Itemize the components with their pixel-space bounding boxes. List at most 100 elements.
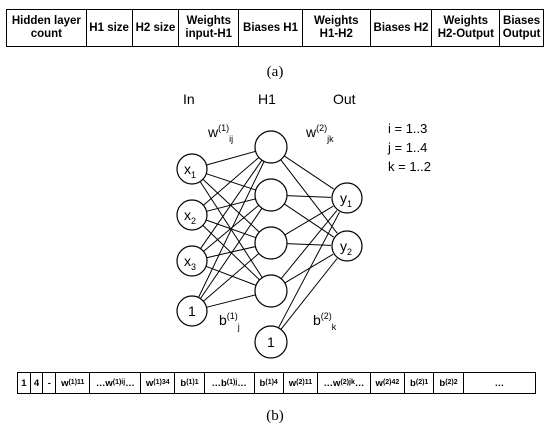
node-label-sub: 1: [191, 170, 196, 180]
strip-cell-post: …: [354, 377, 365, 389]
strip-cell-pre: …: [323, 377, 334, 389]
node-label-sub: 3: [191, 262, 196, 272]
strip-cell-base: b: [410, 377, 416, 389]
bias-label-output: b(2)k: [313, 311, 337, 332]
strip-cell-base: b: [439, 377, 446, 389]
strip-cell-post: …: [125, 377, 135, 389]
edge-input-hidden: [203, 204, 260, 252]
strip-cell: b(1)4: [255, 373, 284, 393]
strip-cell: … w(2)jk …: [318, 373, 371, 393]
index-range-k: k = 1..2: [388, 159, 431, 174]
strip-cell: 4: [31, 373, 44, 393]
strip-cell-base: 4: [33, 377, 40, 389]
strip-cell: b(1)1: [175, 373, 205, 393]
output-node-y1: y1: [331, 182, 363, 214]
strip-cell-base: b: [180, 377, 187, 389]
edge-hidden-output: [277, 211, 340, 329]
svg-text:x3: x3: [184, 253, 196, 272]
cell-weights-input-h1: Weights input-H1: [179, 10, 240, 46]
hidden-node-2: [254, 178, 288, 212]
caption-a: (a): [266, 64, 284, 80]
hidden-bias-label: 1: [267, 334, 275, 350]
cell-weights-h1-h2: Weights H1-H2: [303, 10, 371, 46]
edge-hidden-output: [283, 205, 334, 236]
strip-cell: … w(1)ij …: [90, 373, 142, 393]
svg-text:y1: y1: [340, 190, 352, 209]
node-label-base: x: [184, 253, 191, 269]
hidden-node-4: [254, 274, 288, 308]
input-node-x3: x3: [176, 245, 208, 277]
edge-input-hidden: [206, 246, 256, 259]
cell-h1-size: H1 size: [87, 10, 133, 46]
strip-cell: -: [43, 373, 57, 393]
strip-cell-base: w: [288, 377, 297, 389]
svg-text:x1: x1: [184, 161, 196, 180]
edge-hidden-output: [279, 258, 338, 331]
edge-input-hidden: [206, 294, 256, 308]
cell-hidden-layer-count: Hidden layer count: [7, 10, 87, 46]
index-range-j: j = 1..4: [387, 140, 427, 155]
edge-input-hidden: [203, 157, 260, 206]
cell-biases-h2: Biases H2: [371, 10, 433, 46]
svg-text:x2: x2: [184, 207, 196, 226]
strip-cell-base: b: [220, 377, 227, 389]
strip-cell: w(1)34: [141, 373, 176, 393]
strip-cell: b(2)1: [405, 373, 435, 393]
edge-input-hidden: [203, 253, 260, 302]
hidden-node-3: [254, 226, 288, 260]
strip-cell-base: w: [333, 377, 341, 389]
edge-hidden-output: [283, 154, 334, 190]
edge-input-hidden: [198, 161, 265, 298]
hidden-bias-node: 1: [254, 325, 288, 359]
weight-label-input-hidden: w(1)ij: [207, 123, 233, 144]
strip-cell-base: w: [375, 377, 383, 389]
edge-input-hidden: [202, 178, 260, 233]
node-label-base: y: [340, 190, 347, 206]
edge-hidden-output: [285, 195, 332, 198]
cell-weights-h2-output: Weights H2-Output: [432, 10, 501, 46]
weight-label-hidden-output: w(2)jk: [305, 123, 334, 144]
node-label-sub: 1: [347, 199, 352, 209]
edge-hidden-output: [280, 210, 338, 280]
strip-cell-base: w: [61, 377, 69, 389]
strip-cell-post: …: [237, 377, 247, 389]
strip-cell-base: b: [259, 377, 266, 389]
bias-label-hidden: b(1)j: [219, 311, 240, 332]
strip-cell-base: w: [145, 377, 154, 389]
cell-biases-h1: Biases H1: [239, 10, 303, 46]
strip-cell-base: w: [105, 377, 113, 389]
strip-cell: w(2)11: [284, 373, 319, 393]
node-label-base: y: [340, 238, 347, 254]
strip-cell: w(2)42: [371, 373, 406, 393]
node-label-base: x: [184, 161, 191, 177]
node-label-base: x: [184, 207, 191, 223]
edge-input-hidden: [200, 159, 263, 249]
index-range-i: i = 1..3: [388, 121, 427, 136]
strip-cell-pre: …: [95, 377, 106, 389]
input-node-x2: x2: [176, 199, 208, 231]
node-label-sub: 2: [347, 247, 352, 257]
strip-cell-pre: …: [211, 377, 221, 389]
layer-label-input: In: [183, 91, 195, 107]
strip-cell: … b(1)j …: [205, 373, 255, 393]
network-connections: [198, 150, 340, 331]
cell-biases-output: Biases Output: [502, 15, 541, 40]
caption-b: (b): [266, 408, 284, 424]
strip-cell: 1: [18, 373, 31, 393]
input-bias-label: 1: [188, 303, 196, 319]
output-node-y2: y2: [331, 230, 363, 262]
node-label-sub: 2: [191, 216, 196, 226]
edge-input-hidden: [206, 150, 256, 166]
layer-label-hidden: H1: [258, 91, 276, 107]
strip-cell-base: …: [494, 377, 505, 389]
input-bias-node: 1: [176, 295, 208, 327]
edge-input-hidden: [199, 207, 263, 299]
cell-h2-size: H2 size: [133, 10, 180, 46]
svg-text:y2: y2: [340, 238, 352, 257]
parameter-layout-table: Hidden layer count H1 size H2 size Weigh…: [6, 9, 544, 47]
edge-input-hidden: [205, 265, 257, 286]
edge-hidden-output: [283, 253, 334, 284]
strip-cell: w(1)11: [56, 373, 91, 393]
strip-cell-base: -: [47, 377, 51, 389]
